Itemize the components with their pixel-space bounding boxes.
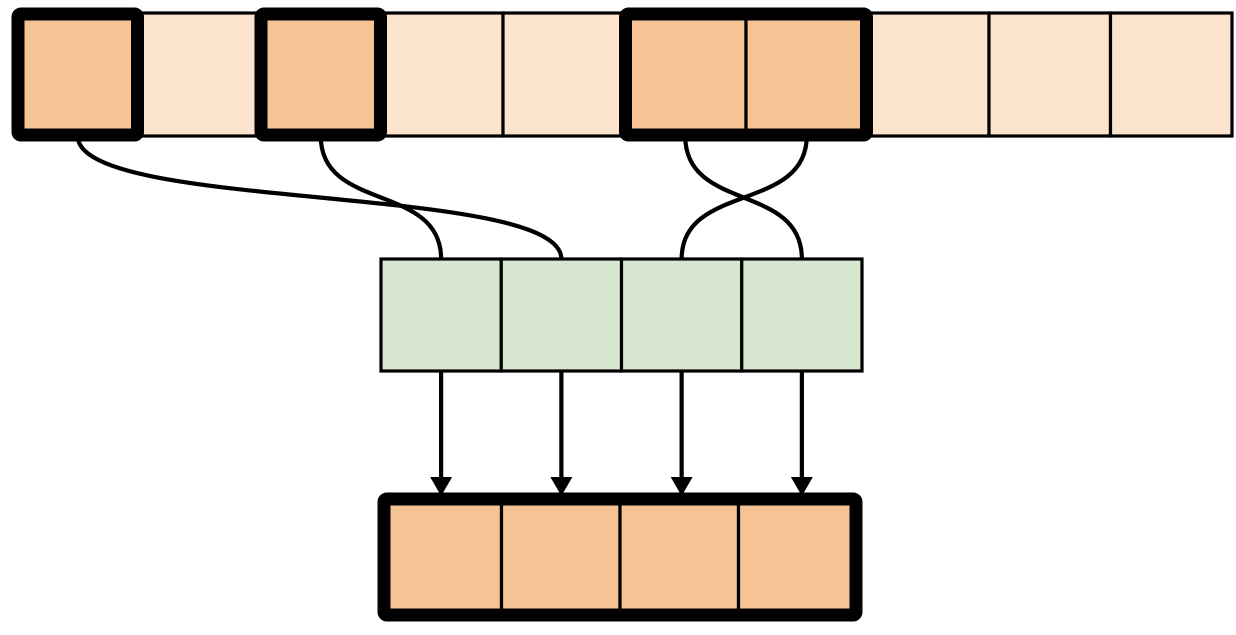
index-cell[interactable]: [740, 257, 864, 373]
alphabet-cell[interactable]: [1108, 11, 1234, 138]
index-row: [379, 257, 864, 373]
alphabet-highlight-outline: [254, 7, 387, 142]
index-cell[interactable]: [499, 257, 624, 373]
word-cell[interactable]: [499, 496, 622, 618]
alphabet-cell[interactable]: [744, 11, 870, 138]
index-to-word-arrow-head: [670, 477, 693, 496]
index-to-word-arrow-head: [430, 477, 453, 496]
index-to-word-arrow-head: [790, 477, 813, 496]
word-row: [377, 492, 863, 622]
alphabet-cell[interactable]: [865, 11, 991, 138]
alphabet-row: [11, 7, 1234, 142]
alphabet-cell[interactable]: [136, 11, 262, 138]
word-cell[interactable]: [618, 496, 741, 618]
curved-connectors: [75, 135, 809, 260]
alphabet-cell[interactable]: [258, 11, 384, 138]
alphabet-cell[interactable]: [622, 11, 748, 138]
alphabet-cell[interactable]: [501, 11, 627, 138]
index-to-word-arrow-head: [550, 477, 573, 496]
alphabet-cell[interactable]: [987, 11, 1113, 138]
alphabet-cell[interactable]: [15, 11, 141, 138]
word-row-outline: [377, 492, 863, 622]
alphabet-to-index-curve: [679, 135, 809, 260]
alphabet-to-index-curve: [75, 135, 564, 260]
index-cell[interactable]: [379, 257, 503, 373]
alphabet-highlight-outline: [619, 7, 873, 142]
alphabet-highlight-outline: [11, 7, 144, 142]
index-cell[interactable]: [619, 257, 744, 373]
straight-arrows: [430, 371, 813, 496]
alphabet-cell[interactable]: [379, 11, 505, 138]
word-cell[interactable]: [736, 496, 859, 618]
alphabet-to-index-curve: [318, 135, 444, 260]
word-cell[interactable]: [381, 496, 504, 618]
